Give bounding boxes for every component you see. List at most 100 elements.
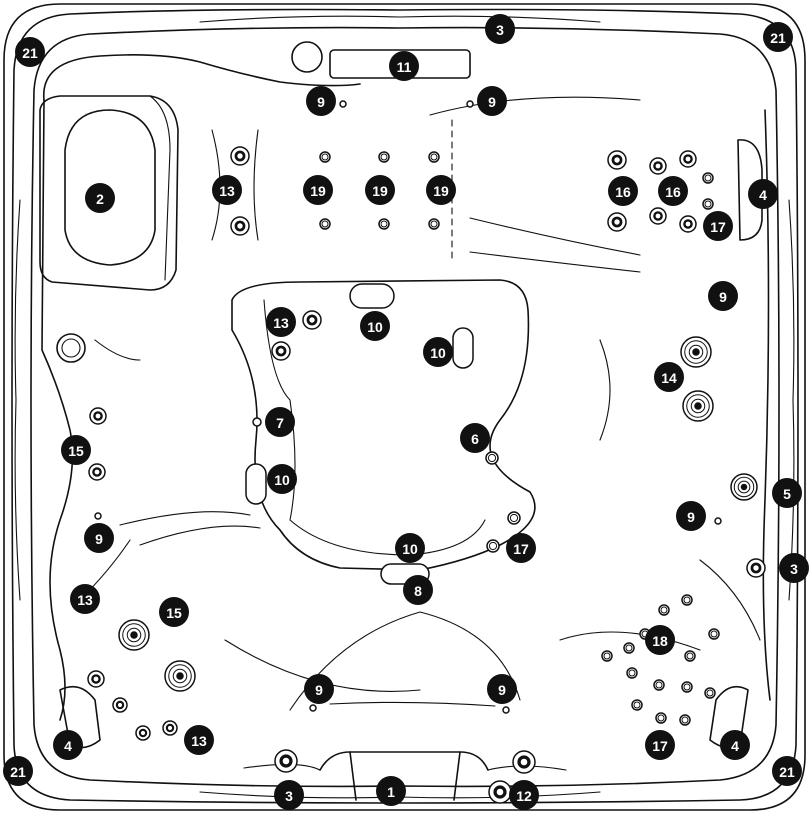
callout-c16a: 16	[608, 176, 638, 206]
callout-c9c: 9	[708, 281, 738, 311]
callout-c15a: 15	[61, 435, 91, 465]
callout-label: 15	[68, 443, 84, 459]
callout-label: 9	[488, 94, 496, 110]
callout-c2: 2	[85, 183, 115, 213]
callout-label: 9	[719, 289, 727, 305]
callout-c12: 12	[509, 780, 539, 810]
callout-c16b: 16	[658, 176, 688, 206]
callout-label: 12	[516, 788, 532, 804]
callout-label: 16	[615, 184, 631, 200]
callout-label: 1	[387, 784, 395, 800]
jets	[87, 20, 766, 804]
callout-c17b: 17	[506, 533, 536, 563]
callout-label: 3	[496, 22, 504, 38]
callout-c3a: 3	[485, 14, 515, 44]
jet-medium	[162, 720, 178, 736]
callout-label: 8	[414, 583, 422, 599]
callout-label: 6	[471, 431, 479, 447]
callout-c19b: 19	[365, 175, 395, 205]
jet-medium	[679, 150, 697, 168]
callout-c9b: 9	[477, 86, 507, 116]
jet-small	[702, 198, 714, 210]
callout-c21c: 21	[3, 756, 33, 786]
jet-medium	[89, 407, 107, 425]
callout-c10c: 10	[267, 464, 297, 494]
callout-label: 5	[783, 486, 791, 502]
jet-medium	[679, 215, 697, 233]
jet-medium	[274, 749, 298, 773]
jet-small	[485, 451, 499, 465]
callout-c4b: 4	[53, 730, 83, 760]
jet-medium	[112, 697, 128, 713]
jet-medium	[230, 216, 250, 236]
callout-label: 21	[10, 764, 26, 780]
jet-medium	[512, 750, 536, 774]
jet-small	[507, 511, 521, 525]
filter-pad	[245, 463, 267, 505]
jet-medium	[607, 150, 627, 170]
jet-small	[684, 650, 696, 662]
callout-c13c: 13	[70, 584, 100, 614]
callout-label: 17	[652, 738, 668, 754]
callout-c9e: 9	[676, 501, 706, 531]
callout-c3b: 3	[779, 553, 809, 583]
jet-medium	[230, 146, 250, 166]
callout-label: 7	[276, 415, 284, 431]
jet-small	[339, 100, 347, 108]
callout-label: 15	[166, 605, 182, 621]
callout-label: 21	[770, 30, 786, 46]
callout-c9f: 9	[304, 674, 334, 704]
jet-small	[653, 679, 665, 691]
jet-small	[486, 539, 500, 553]
callout-label: 19	[433, 183, 449, 199]
jet-small	[702, 172, 714, 184]
jet-small	[601, 650, 613, 662]
jet-small	[319, 151, 331, 163]
callout-c13d: 13	[184, 725, 214, 755]
callout-c3c: 3	[274, 780, 304, 810]
callout-c17c: 17	[645, 730, 675, 760]
jet-small	[466, 100, 474, 108]
callout-label: 10	[402, 541, 418, 557]
callout-c18: 18	[645, 625, 675, 655]
jet-small	[681, 681, 693, 693]
callout-label: 9	[315, 682, 323, 698]
jet-small	[623, 642, 635, 654]
callout-label: 11	[397, 59, 412, 75]
callout-label: 4	[731, 738, 739, 754]
callout-label: 13	[77, 592, 93, 608]
jet-large	[680, 336, 712, 368]
callout-c13a: 13	[212, 175, 242, 205]
callout-label: 10	[274, 472, 290, 488]
callout-c21d: 21	[772, 756, 802, 786]
callout-label: 19	[372, 183, 388, 199]
callout-c7: 7	[265, 407, 295, 437]
filter-pad	[452, 327, 474, 369]
callout-label: 21	[22, 45, 38, 61]
callout-c8: 8	[403, 575, 433, 605]
callout-label: 4	[64, 738, 72, 754]
jet-medium	[649, 207, 667, 225]
callout-c4a: 4	[748, 179, 778, 209]
jet-small	[502, 706, 510, 714]
callout-c9g: 9	[487, 674, 517, 704]
callout-label: 9	[317, 94, 325, 110]
callout-c1: 1	[376, 776, 406, 806]
jet-large	[730, 473, 758, 501]
callout-label: 10	[430, 345, 446, 361]
jet-medium	[87, 670, 105, 688]
callout-label: 13	[191, 733, 207, 749]
callout-label: 13	[273, 315, 289, 331]
jet-small	[631, 699, 643, 711]
tub-shell	[3, 3, 806, 811]
jet-small	[428, 218, 440, 230]
jet-medium	[271, 341, 291, 361]
callout-label: 14	[661, 370, 677, 386]
callout-label: 17	[710, 219, 726, 235]
jet-medium	[88, 463, 106, 481]
jet-medium	[302, 310, 322, 330]
jet-small	[378, 151, 390, 163]
jet-small	[679, 714, 691, 726]
